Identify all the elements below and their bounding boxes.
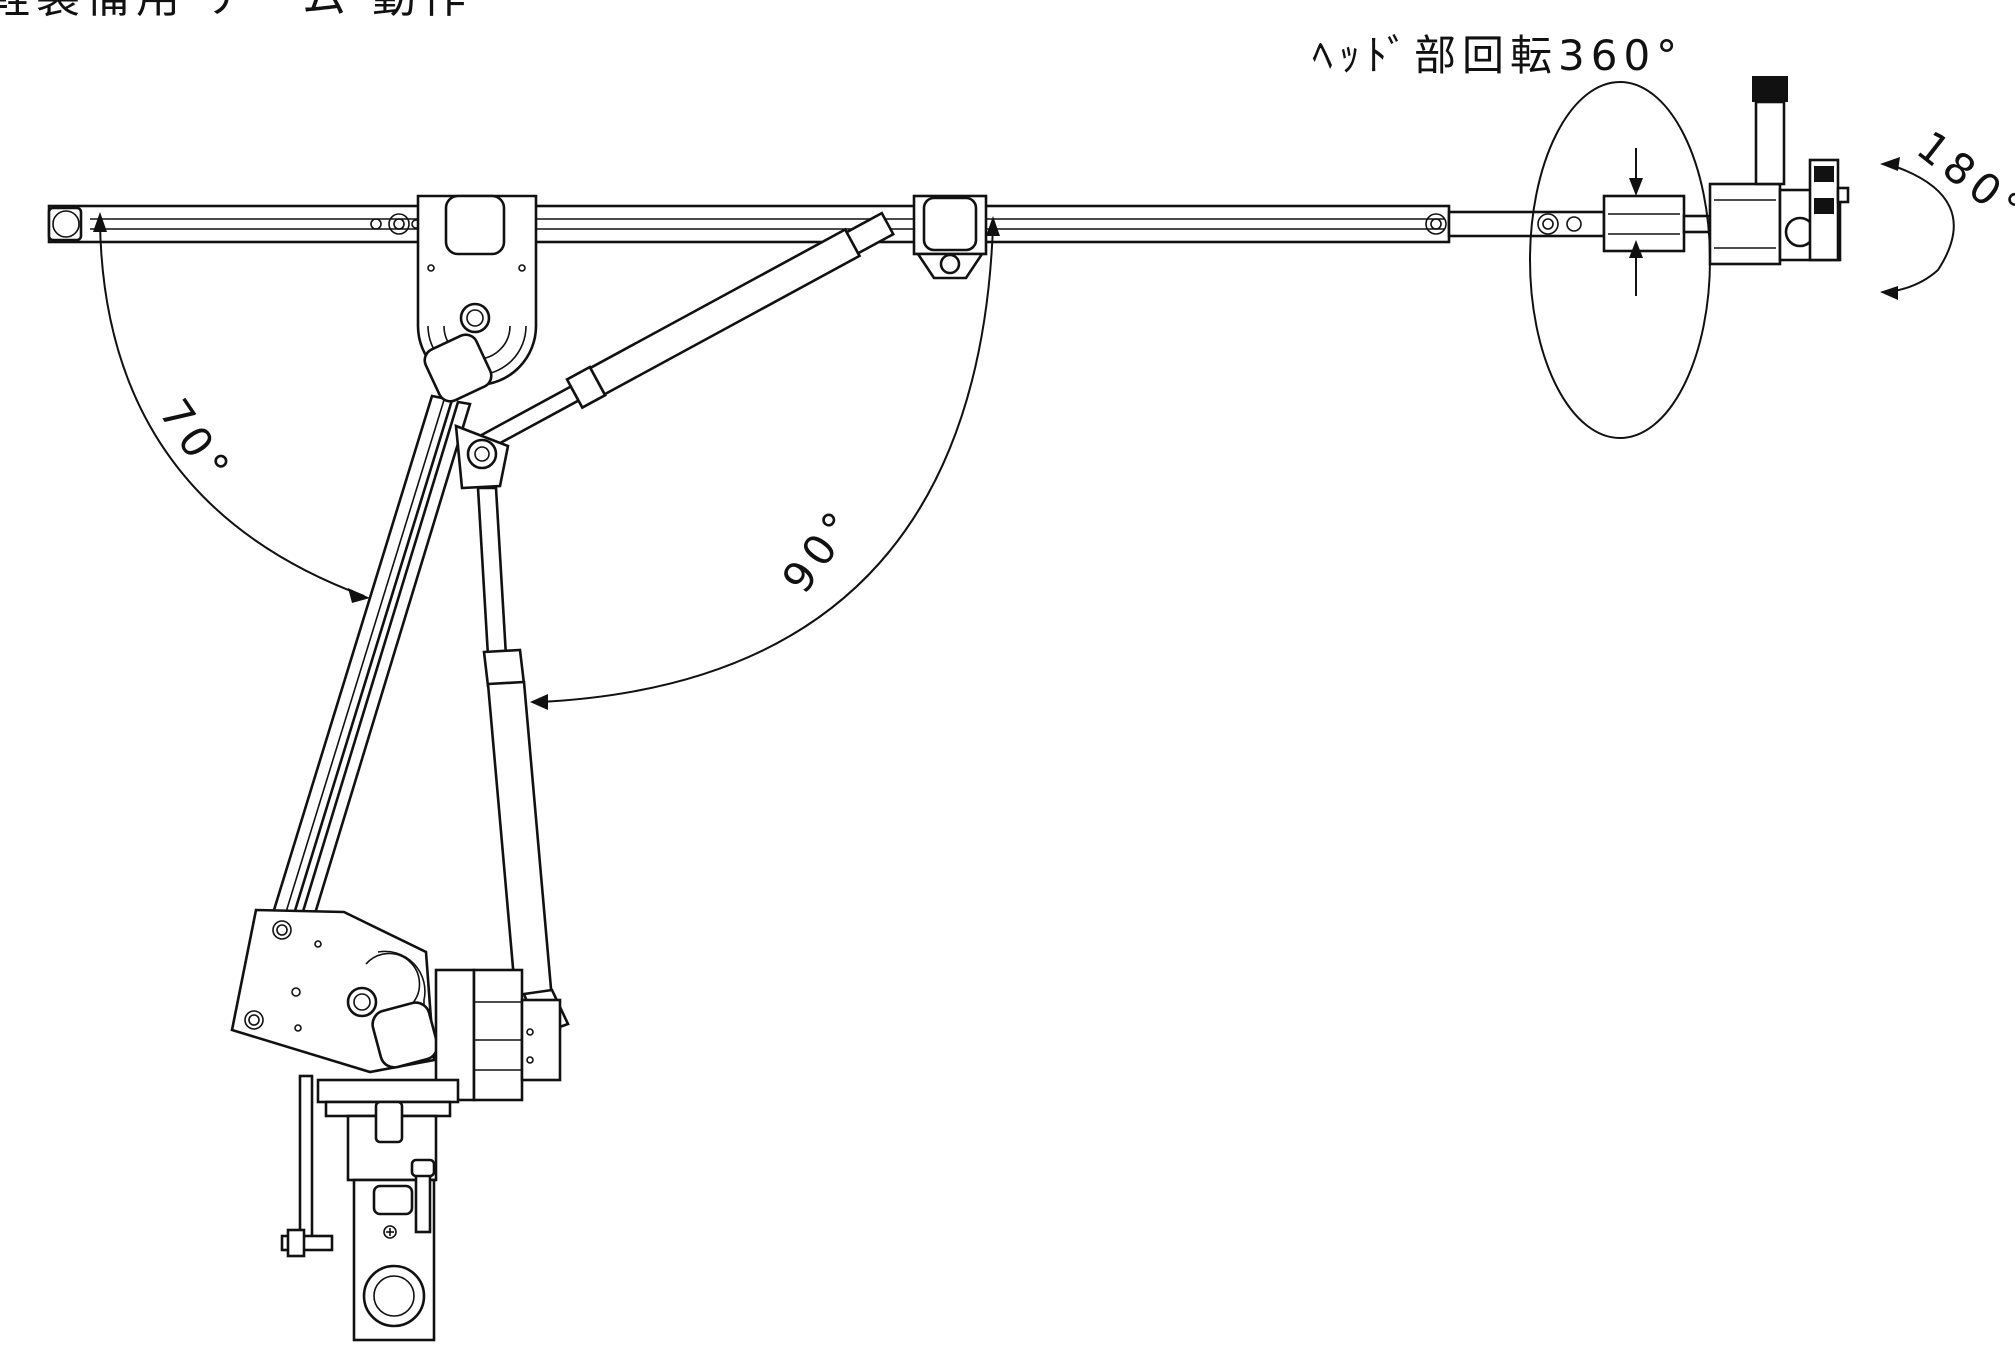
arrowhead [1880,286,1898,300]
arrowhead [1629,178,1643,196]
rotation-ellipse-360 [1529,81,1711,439]
upper-pivot-housing [416,194,538,403]
dimension-70 [93,212,370,603]
tilt-arc-180 [1880,157,1955,300]
arrowhead [1880,157,1900,171]
arrowhead [530,694,548,710]
middle-pivot [454,424,510,490]
base-assembly [230,908,562,1342]
upper-gas-spring [472,211,896,455]
horizontal-boom [47,204,1451,244]
dimension-90 [530,216,1000,710]
upper-angle-label: 90° [772,498,866,602]
lower-gas-spring [476,486,570,1042]
page-heading: 軽装備用 アーム 動作 [0,0,472,23]
lower-angle-label: 70° [150,390,242,494]
head-assembly [1447,76,1850,266]
boom-clamp-block [912,194,988,280]
main-diagonal-arm [264,394,472,942]
arrowhead [1629,240,1643,258]
arrowhead [348,588,370,603]
arrowhead [93,212,107,232]
head-rotation-label: ﾍｯﾄﾞ部回転360° [1312,31,1683,80]
arrowhead [986,216,1000,236]
